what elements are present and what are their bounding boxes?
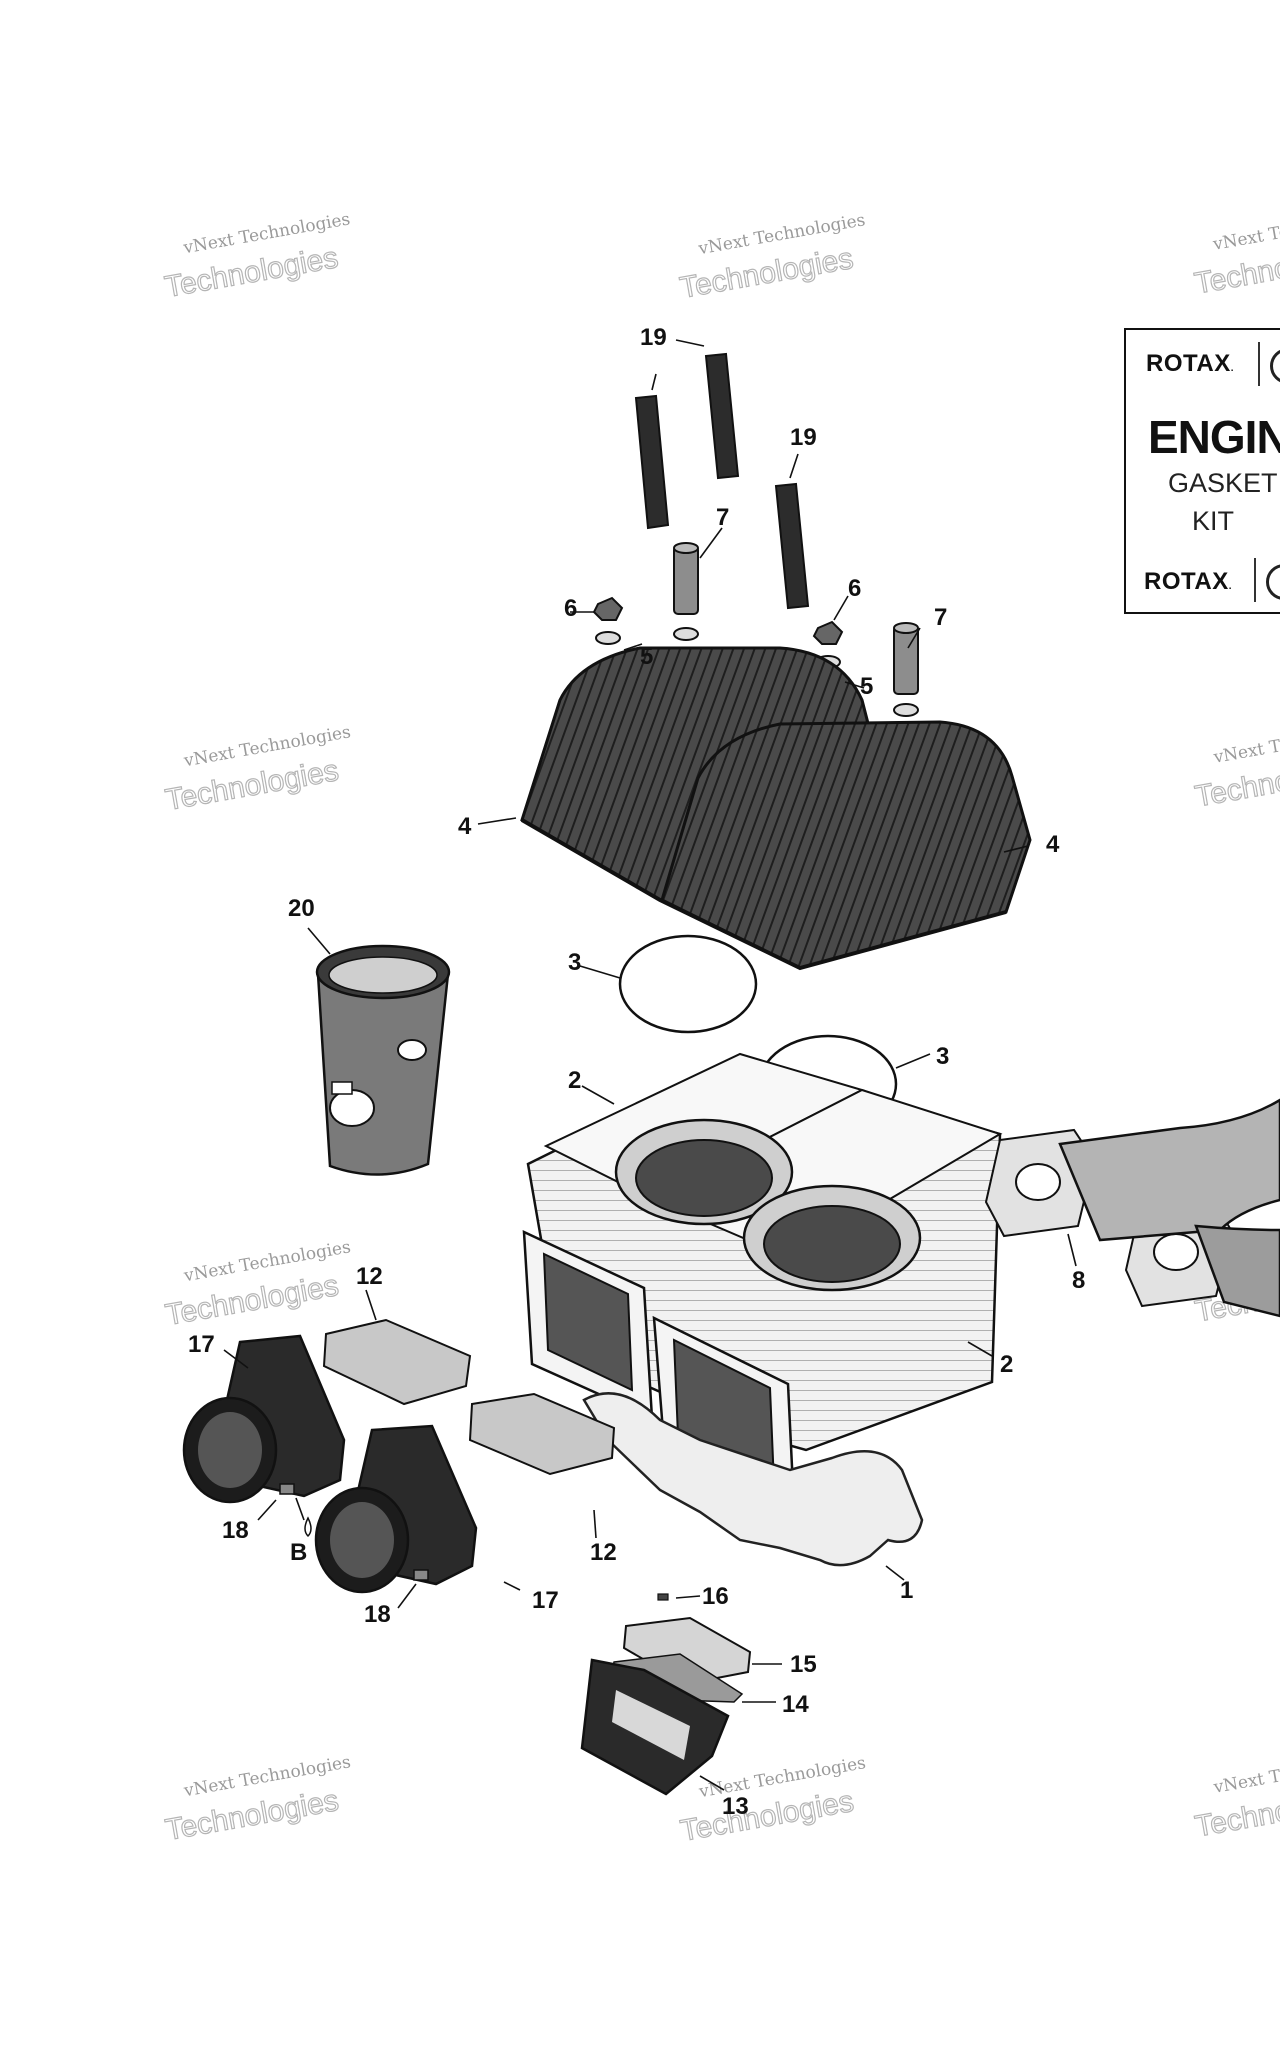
divider [1258,342,1260,386]
callout-5-b: 5 [860,673,873,700]
callout-3-a: 3 [568,949,581,976]
callout-6-a: 6 [564,595,577,622]
callout-6-b: 6 [848,575,861,602]
part-12-reed-gaskets [322,1318,616,1476]
callout-7-b: 7 [934,604,947,631]
svg-text:vNext Technologies: vNext Technologies [1211,1749,1280,1798]
watermark-bottom-left: vNext Technologies Technologies [162,1752,352,1847]
part-15-reed-stopper [622,1616,752,1686]
watermark-mid-left: vNext Technologies Technologies [162,722,352,817]
watermark-top-left: vNext Technologies Technologies [162,209,352,304]
part-4-cylinder-heads [520,646,1032,971]
part-2-cylinder-block [522,1052,1003,1511]
gasket-kit-line1: GASKET [1168,468,1278,498]
callout-B: B [290,1539,307,1566]
callout-17-b: 17 [532,1587,559,1614]
callout-labels: 19 19 7 7 6 6 5 5 4 4 20 3 3 2 2 8 1 12 … [188,324,1085,1820]
callout-15: 15 [790,1651,817,1678]
svg-text:vNext Technologies: vNext Technologies [1211,719,1280,768]
callout-12-b: 12 [590,1539,617,1566]
callout-17-a: 17 [188,1331,215,1358]
callout-19-a: 19 [640,324,667,351]
callout-12-a: 12 [356,1263,383,1290]
part-13-reed-block [580,1658,730,1796]
callout-14: 14 [782,1691,809,1718]
part-17-intake-flanges [182,1334,478,1594]
rotax-logo-bottom: ROTAX. [1144,568,1232,595]
watermark-bottom-center: vNext Technologies Technologies [677,1753,867,1848]
part-16-screw [657,1593,669,1601]
callout-1: 1 [900,1577,913,1604]
callout-3-b: 3 [936,1043,949,1070]
watermark-top-right: vNext Technologies Technologies [1192,206,1280,301]
gasket-kit-line2: KIT [1192,506,1235,536]
exhaust-manifold [1058,1098,1280,1318]
rotax-logo-top: ROTAX. [1146,350,1234,377]
callout-16: 16 [702,1583,729,1610]
part-7-stud-sleeves [673,542,919,695]
part-20-cylinder-liner [315,944,451,1176]
watermark-top-mid: vNext Technologies Technologies [677,210,867,305]
callout-18-b: 18 [364,1601,391,1628]
callout-2-a: 2 [568,1067,581,1094]
watermark-bottom-right: vNext Technologies Technologies [1192,1749,1280,1844]
leader-lines [223,339,1077,1791]
callout-7-a: 7 [716,504,729,531]
callout-5-a: 5 [640,643,653,670]
brand-emblem-icon-bottom [1266,564,1280,600]
callout-4-a: 4 [458,813,472,840]
callout-13: 13 [722,1793,749,1820]
engine-gasket-kit-label: ROTAX. ENGINE GASKET KIT ROTAX. [1124,328,1280,614]
part-18-bolts [279,1483,429,1581]
watermark-low-left: vNext Technologies Technologies [162,1237,352,1332]
callout-20: 20 [288,895,315,922]
callout-8: 8 [1072,1267,1085,1294]
watermark-mid-right: vNext Technologies Technologies [1192,719,1280,814]
callout-18-a: 18 [222,1517,249,1544]
part-1-base-gasket [582,1392,924,1567]
gasket-kit-title: ENGINE [1148,411,1280,463]
part-19-spacer-bars [634,352,810,610]
brand-emblem-icon [1270,348,1280,384]
divider-bottom [1254,558,1256,602]
callout-2-b: 2 [1000,1351,1013,1378]
svg-text:vNext Technologies: vNext Technologies [1211,206,1280,255]
callout-4-b: 4 [1046,831,1060,858]
callout-19-b: 19 [790,424,817,451]
